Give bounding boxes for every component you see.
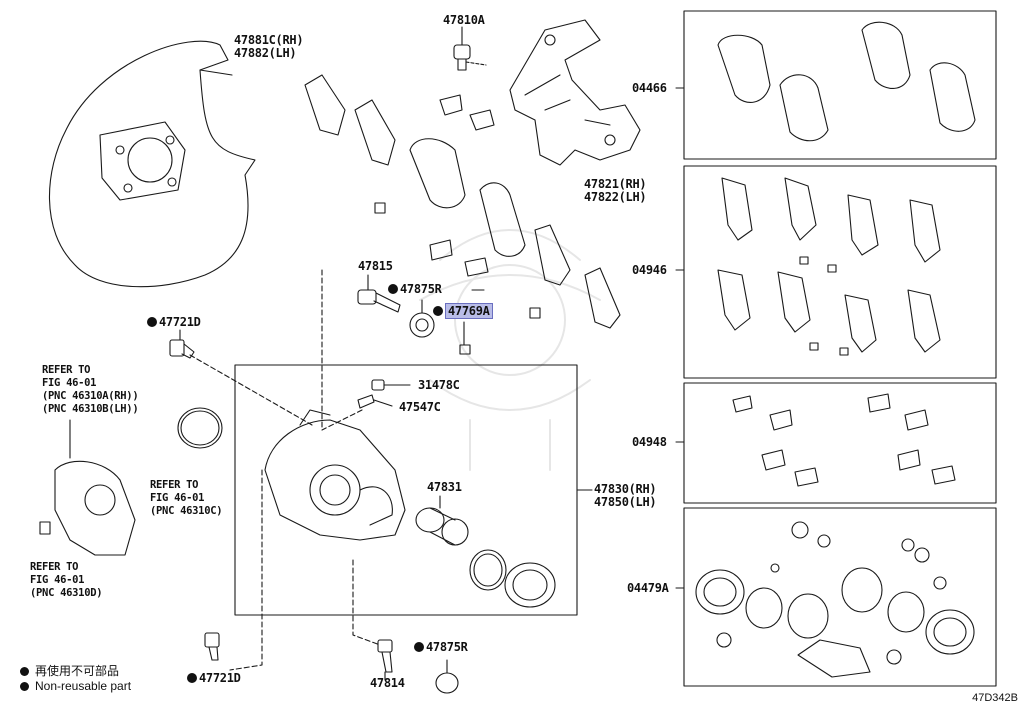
label-cap-31478C[interactable]: 31478C [418, 378, 460, 392]
label-bolt-47721D-lower[interactable]: 47721D [187, 672, 241, 685]
label-kit-04479A[interactable]: 04479A [627, 581, 669, 595]
legend-dot [20, 667, 29, 676]
boot-47875R-lower [435, 659, 459, 694]
label-kit-04946[interactable]: 04946 [632, 263, 667, 277]
pads-04466 [717, 21, 976, 142]
label-pin-47815[interactable]: 47815 [358, 259, 393, 273]
bolt-47810A [453, 26, 487, 71]
kit-box-04948 [683, 382, 997, 504]
legend-en-text: Non-reusable part [35, 679, 132, 693]
label-boot-upper-text: 47875R [400, 282, 442, 296]
non-reusable-dot [433, 306, 443, 316]
leader-lines [189, 269, 381, 671]
figure-id: 47D342B [972, 692, 1018, 704]
legend-jp-text: 再使用不可部品 [35, 664, 120, 678]
kit-box-04946 [683, 165, 997, 379]
label-bolt-47810A[interactable]: 47810A [443, 13, 485, 27]
legend-english: Non-reusable part [20, 679, 131, 693]
kit-callouts [675, 87, 685, 589]
label-kit-04466[interactable]: 04466 [632, 81, 667, 95]
reference-note-a[interactable]: REFER TO FIG 46-01 (PNC 46310A(RH)) (PNC… [42, 364, 139, 415]
legend-dot [20, 682, 29, 691]
piston-47831 [415, 495, 469, 546]
part-47769A [459, 321, 471, 355]
kit-box-04479A [683, 507, 997, 687]
label-piston-47831[interactable]: 47831 [427, 480, 462, 494]
watermark-emblem [419, 229, 601, 471]
label-boot-lower-text: 47875R [426, 640, 468, 654]
label-boot-lower[interactable]: 47875R [414, 641, 468, 654]
label-boot-upper[interactable]: 47875R [388, 283, 442, 296]
reference-note-c[interactable]: REFER TO FIG 46-01 (PNC 46310C) [150, 479, 223, 517]
non-reusable-dot [414, 642, 424, 652]
caliper-body [264, 409, 406, 541]
label-bolt-47721D-upper[interactable]: 47721D [147, 316, 201, 329]
shims-04946 [717, 177, 941, 356]
reference-note-d[interactable]: REFER TO FIG 46-01 (PNC 46310D) [30, 561, 103, 599]
guide-pin-47815 [357, 274, 401, 313]
seal-ring [469, 549, 507, 591]
o-ring [177, 407, 223, 449]
clips-04948 [732, 393, 956, 487]
label-dust-shield[interactable]: 47881C(RH) 47882(LH) [234, 33, 304, 60]
label-kit-04948[interactable]: 04948 [632, 435, 667, 449]
guide-pin-47814 [377, 639, 393, 681]
seal-boot [504, 562, 556, 608]
label-mounting-bracket[interactable]: 47821(RH) 47822(LH) [584, 177, 647, 204]
bolt-47721D-lower [204, 632, 220, 661]
mounting-bracket [509, 19, 641, 166]
pad-set-center [304, 74, 621, 329]
non-reusable-dot [388, 284, 398, 294]
label-caliper[interactable]: 47830(RH) 47850(LH) [594, 482, 657, 509]
label-bolt-lower-text: 47721D [199, 671, 241, 685]
non-reusable-dot [147, 317, 157, 327]
label-pin-47814[interactable]: 47814 [370, 676, 405, 690]
seals-04479A [695, 521, 975, 678]
label-part-47769A-text: 47769A [445, 303, 493, 319]
bolt-47721D-upper [169, 329, 195, 359]
label-bolt-upper-text: 47721D [159, 315, 201, 329]
caliper-assembly-ref [39, 419, 136, 556]
label-part-47769A[interactable]: 47769A [433, 303, 493, 319]
cap-31478C [371, 379, 411, 391]
boot-47875R-upper [409, 299, 435, 338]
kit-box-04466 [683, 10, 997, 160]
label-bleeder-47547C[interactable]: 47547C [399, 400, 441, 414]
non-reusable-dot [187, 673, 197, 683]
dust-shield [48, 40, 256, 288]
bleeder-47547C [357, 394, 393, 409]
legend-japanese: 再使用不可部品 [20, 662, 119, 679]
